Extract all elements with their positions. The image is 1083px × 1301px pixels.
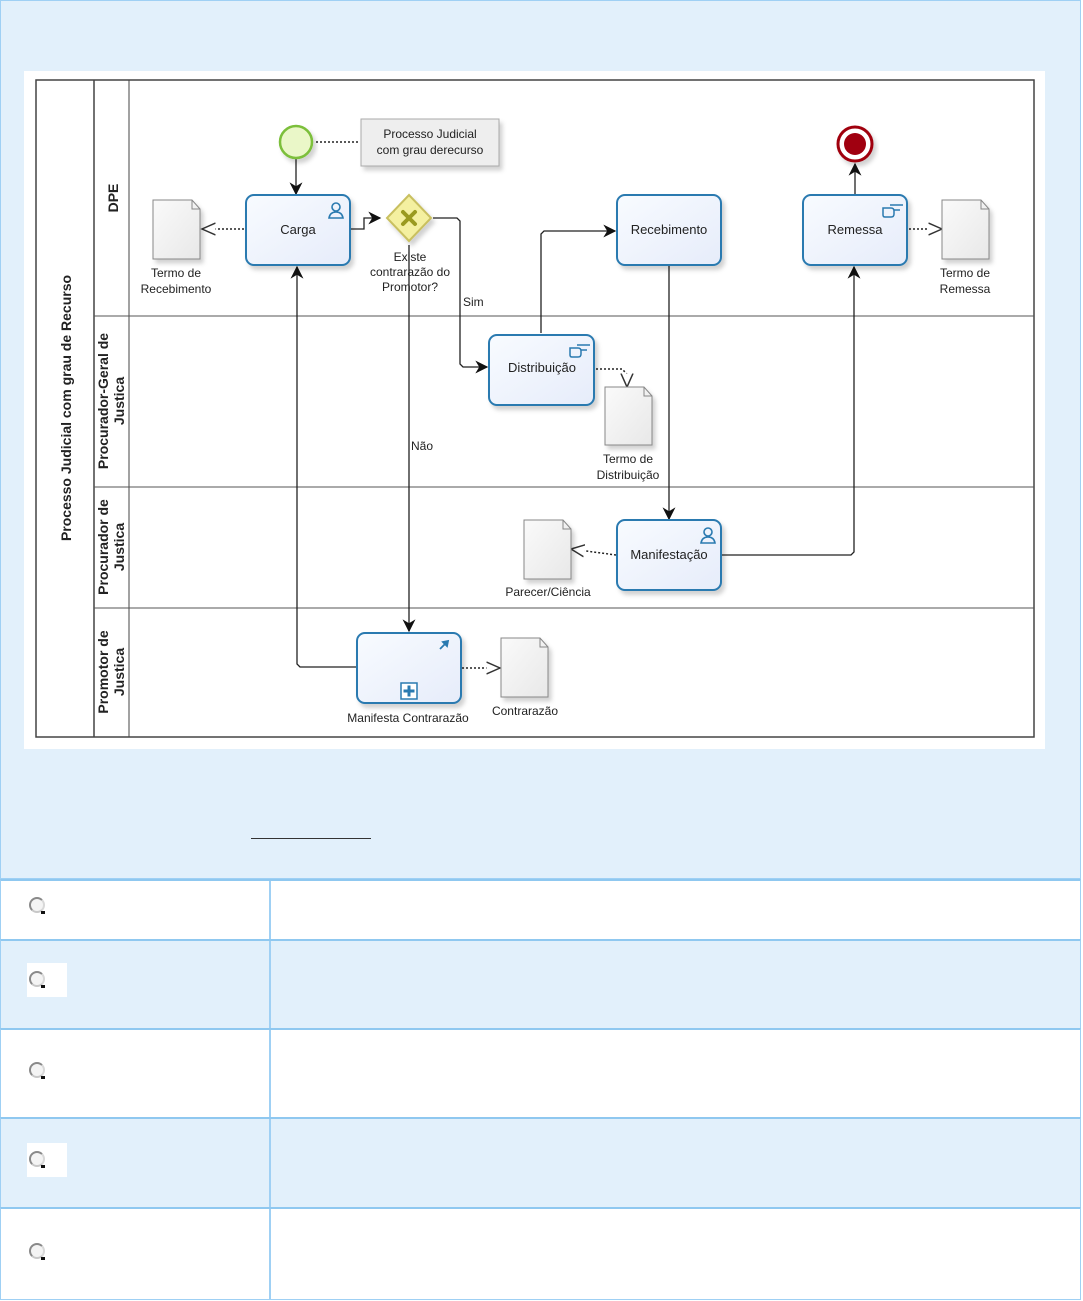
user-icon <box>328 202 344 219</box>
assoc-distribuicao-doc <box>596 368 627 387</box>
flow-label-nao: Não <box>411 439 433 453</box>
task-manifesta-contrarazao-label: Manifesta Contrarazão <box>347 711 469 725</box>
gateway-label-2: contrarazão do <box>370 265 450 279</box>
radio-button[interactable] <box>29 971 45 988</box>
doc-label: Termo de <box>940 266 990 280</box>
pool-title: Processo Judicial com grau de Recurso <box>58 275 74 541</box>
user-icon <box>700 527 716 544</box>
manual-task-hand-icon <box>569 344 590 358</box>
assoc-manifestacao-doc <box>571 549 617 555</box>
task-label: Distribuição <box>508 360 576 375</box>
task-remessa[interactable]: Remessa <box>802 194 908 266</box>
task-distribuicao[interactable]: Distribuição <box>488 334 595 406</box>
answer-row[interactable] <box>0 879 1081 941</box>
answer-row[interactable] <box>0 1207 1081 1300</box>
lane-title-pj-1: Procurador de <box>95 499 111 595</box>
document-termo-recebimento <box>152 199 201 260</box>
doc-label: Parecer/Ciência <box>505 585 591 599</box>
text-annotation <box>360 118 500 167</box>
gateway-label-3: Promotor? <box>382 280 438 294</box>
radio-button[interactable] <box>29 897 45 914</box>
doc-label: Contrarazão <box>492 704 558 718</box>
radio-button[interactable] <box>29 1243 45 1260</box>
answer-row[interactable] <box>0 1028 1081 1119</box>
annotation-line1: Processo Judicial <box>383 127 476 141</box>
answer-radio-cell <box>1 881 271 940</box>
answer-row[interactable] <box>0 1117 1081 1208</box>
flow-label-sim: Sim <box>463 295 484 309</box>
document-termo-distribuicao <box>604 386 653 446</box>
document-parecer <box>523 519 572 580</box>
flow-distribuicao-recebimento <box>540 224 617 333</box>
answer-radio-cell <box>1 1209 271 1299</box>
radio-button[interactable] <box>29 1151 45 1168</box>
lane-title-promotor-1: Promotor de <box>95 630 111 713</box>
answer-radio-cell <box>1 1119 271 1207</box>
question-panel: Processo Judicial com grau de Recurso DP… <box>0 0 1081 879</box>
doc-label: Termo de <box>151 266 201 280</box>
call-activity-arrow-icon <box>439 639 450 650</box>
task-manifesta-contrarazao[interactable] <box>356 632 462 704</box>
answer-radio-cell <box>1 941 271 1029</box>
task-manifestacao[interactable]: Manifestação <box>616 519 722 591</box>
radio-button[interactable] <box>29 1062 45 1079</box>
start-event <box>278 124 314 160</box>
answer-radio-cell <box>1 1030 271 1118</box>
doc-label: Recebimento <box>141 282 212 296</box>
task-label: Remessa <box>828 222 884 237</box>
task-recebimento[interactable]: Recebimento <box>616 194 722 266</box>
flow-manifestacao-remessa <box>722 265 861 556</box>
subprocess-plus-icon <box>400 682 418 700</box>
doc-label: Remessa <box>940 282 991 296</box>
pool-frame <box>35 79 1035 738</box>
doc-label: Termo de <box>603 452 653 466</box>
end-event-inner <box>844 133 866 155</box>
doc-label: Distribuição <box>597 468 660 482</box>
lane-title-dpe: DPE <box>105 184 121 213</box>
question-blank <box>251 838 371 839</box>
bpmn-diagram: Processo Judicial com grau de Recurso DP… <box>24 71 1045 749</box>
flow-gateway-distribuicao <box>433 217 489 374</box>
task-label: Manifestação <box>630 547 707 562</box>
lane-title-pj-2: Justica <box>111 523 127 571</box>
document-termo-remessa <box>941 199 990 260</box>
flow-manifesta-carga <box>290 265 356 668</box>
lane-title-pgj-1: Procurador-Geral de <box>95 333 111 469</box>
lane-title-pgj-2: Justica <box>111 377 127 425</box>
task-carga[interactable]: Carga <box>245 194 351 266</box>
annotation-line2: com grau derecurso <box>377 143 484 157</box>
task-label: Recebimento <box>631 222 708 237</box>
flow-carga-gateway <box>349 211 382 230</box>
x-icon <box>401 210 417 226</box>
task-label: Carga <box>280 222 316 237</box>
answer-row[interactable] <box>0 939 1081 1030</box>
document-contrarazao <box>500 637 549 698</box>
manual-task-hand-icon <box>882 204 903 218</box>
bpmn-diagram-svg: Processo Judicial com grau de Recurso DP… <box>35 79 1035 738</box>
exclusive-gateway <box>385 193 433 243</box>
lane-title-promotor-2: Justica <box>111 648 127 696</box>
gateway-label-1: Existe <box>394 250 427 264</box>
